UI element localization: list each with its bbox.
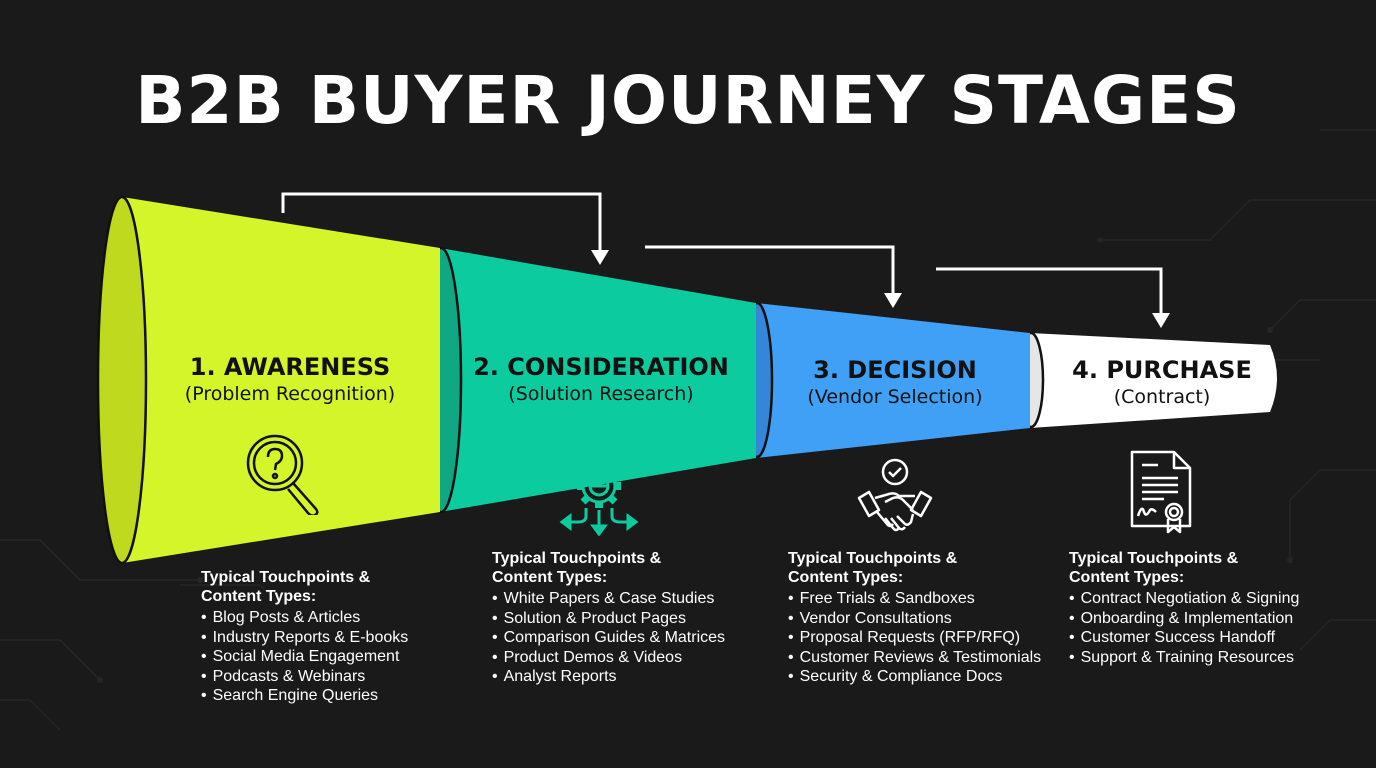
list-item: Product Demos & Videos <box>492 648 725 668</box>
stage-subtitle: (Solution Research) <box>508 383 694 405</box>
stage-name: 3. DECISION <box>813 356 977 384</box>
list-item: Comparison Guides & Matrices <box>492 628 725 648</box>
handshake-check-icon <box>857 458 933 532</box>
stage-name: 2. CONSIDERATION <box>473 353 729 381</box>
list-item: Solution & Product Pages <box>492 609 725 629</box>
list-item: Support & Training Resources <box>1069 648 1299 668</box>
touchpoints-decision: Typical Touchpoints & Content Types: Fre… <box>788 549 1041 687</box>
list-item: Vendor Consultations <box>788 609 1041 629</box>
list-item: Industry Reports & E-books <box>201 628 409 648</box>
stage-subtitle: (Vendor Selection) <box>807 386 983 408</box>
touchpoints-awareness: Typical Touchpoints & Content Types: Blo… <box>201 568 408 706</box>
stage-subtitle: (Problem Recognition) <box>184 383 396 405</box>
list-item: Blog Posts & Articles <box>201 608 408 628</box>
list-item: Contract Negotiation & Signing <box>1069 589 1300 609</box>
touchpoints-header: Content Types: <box>201 588 317 605</box>
touchpoints-consideration: Typical Touchpoints & Content Types: Whi… <box>492 549 725 687</box>
magnifier-question-icon <box>246 434 319 515</box>
touchpoints-header: Typical Touchpoints & <box>1069 550 1239 567</box>
list-item: Free Trials & Sandboxes <box>788 589 1041 609</box>
stage-awareness-label: 1. AWARENESS (Problem Recognition) <box>140 353 440 407</box>
page-title: B2B BUYER JOURNEY STAGES <box>135 62 1241 139</box>
gear-arrows-icon <box>559 432 639 536</box>
stage-name: 1. AWARENESS <box>189 353 391 381</box>
stage-purchase-label: 4. PURCHASE (Contract) <box>1042 356 1282 410</box>
stage-decision-label: 3. DECISION (Vendor Selection) <box>770 356 1020 410</box>
touchpoints-purchase: Typical Touchpoints & Content Types: Con… <box>1069 549 1299 667</box>
list-item: Security & Compliance Docs <box>788 667 1041 687</box>
list-item: Onboarding & Implementation <box>1069 609 1299 629</box>
list-item: Search Engine Queries <box>201 686 408 706</box>
touchpoints-header: Content Types: <box>492 569 608 586</box>
list-item: Podcasts & Webinars <box>201 667 408 687</box>
signed-contract-icon <box>1130 450 1192 534</box>
touchpoints-header: Typical Touchpoints & <box>492 550 662 567</box>
list-item: White Papers & Case Studies <box>492 589 725 609</box>
touchpoints-header: Content Types: <box>788 569 904 586</box>
touchpoints-header: Typical Touchpoints & <box>201 569 371 586</box>
list-item: Social Media Engagement <box>201 647 408 667</box>
stage-subtitle: (Contract) <box>1113 386 1211 408</box>
touchpoints-header: Content Types: <box>1069 569 1185 586</box>
list-item: Customer Success Handoff <box>1069 628 1299 648</box>
funnel-segment-awareness <box>96 195 440 565</box>
list-item: Analyst Reports <box>492 667 725 687</box>
list-item: Proposal Requests (RFP/RFQ) <box>788 628 1041 648</box>
touchpoints-header: Typical Touchpoints & <box>788 550 958 567</box>
stage-connector-arrows <box>281 192 1163 316</box>
stage-consideration-label: 2. CONSIDERATION (Solution Research) <box>450 353 752 407</box>
list-item: Customer Reviews & Testimonials <box>788 648 1042 668</box>
stage-name: 4. PURCHASE <box>1072 356 1252 384</box>
